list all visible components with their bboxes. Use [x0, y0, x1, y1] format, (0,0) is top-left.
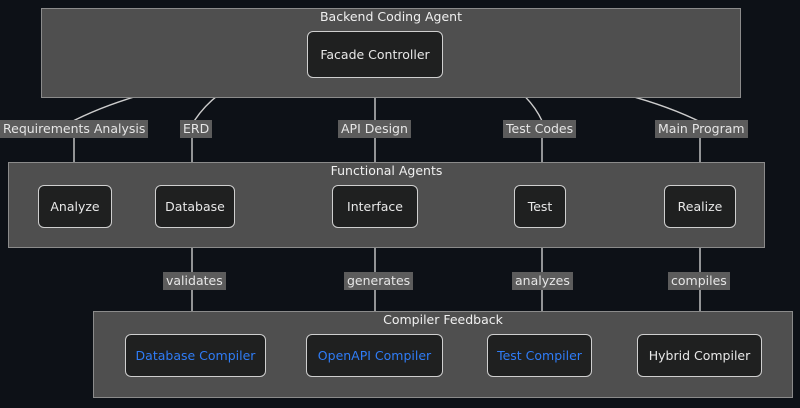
edge-label-compiles: compiles — [668, 272, 730, 290]
subgraph-title-backend-coding-agent: Backend Coding Agent — [319, 9, 463, 24]
node-analyze[interactable]: Analyze — [38, 185, 112, 228]
edge-label-requirements-analysis: Requirements Analysis — [0, 120, 149, 138]
node-database-compiler[interactable]: Database Compiler — [125, 334, 266, 377]
edge-label-validates: validates — [163, 272, 226, 290]
node-openapi-compiler[interactable]: OpenAPI Compiler — [306, 334, 443, 377]
node-test[interactable]: Test — [514, 185, 566, 228]
node-test-compiler[interactable]: Test Compiler — [487, 334, 592, 377]
node-facade-controller[interactable]: Facade Controller — [307, 31, 443, 78]
node-hybrid-compiler[interactable]: Hybrid Compiler — [637, 334, 762, 377]
node-interface[interactable]: Interface — [332, 185, 418, 228]
edge-label-generates: generates — [344, 272, 414, 290]
edge-label-erd: ERD — [180, 120, 213, 138]
edge-label-api-design: API Design — [338, 120, 411, 138]
node-database[interactable]: Database — [155, 185, 235, 228]
edge-label-main-program: Main Program — [655, 120, 748, 138]
edge-label-analyzes: analyzes — [512, 272, 573, 290]
edge-label-test-codes: Test Codes — [503, 120, 577, 138]
subgraph-title-functional-agents: Functional Agents — [330, 163, 443, 178]
subgraph-title-compiler-feedback: Compiler Feedback — [383, 312, 503, 327]
node-realize[interactable]: Realize — [664, 185, 736, 228]
